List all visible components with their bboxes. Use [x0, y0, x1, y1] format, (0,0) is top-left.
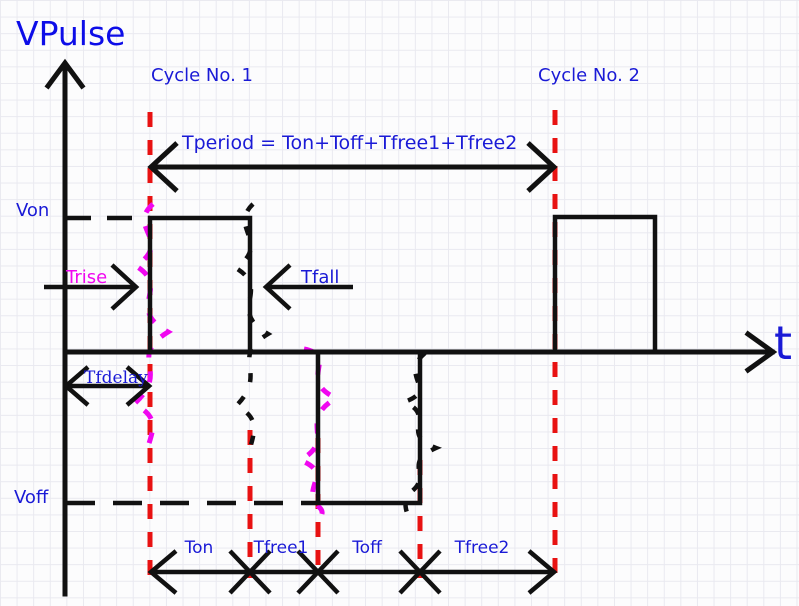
ideal-pulse-waveform — [147, 214, 658, 506]
cycle1-label: Cycle No. 1 — [151, 65, 253, 86]
cycle2-label: Cycle No. 2 — [538, 65, 640, 86]
trise-arrowhead-icon — [110, 263, 140, 311]
tperiod-left-arrowhead-icon — [147, 141, 179, 193]
tfdelay-right-arrowhead-icon — [125, 365, 153, 407]
tfall-label: Tfall — [301, 267, 340, 288]
y-axis-arrowhead-icon — [44, 58, 86, 90]
trise-label: Trise — [66, 267, 108, 288]
toff-segment-label: Toff — [352, 538, 382, 558]
segment-left-arrowhead-icon — [147, 549, 178, 595]
von-label: Von — [16, 200, 50, 221]
x-axis-arrowhead-icon — [744, 330, 778, 374]
diagram-title: VPulse — [16, 14, 126, 53]
tfdelay-label: Tfdelay — [84, 368, 148, 388]
cycle-boundary-lines — [147, 110, 558, 578]
tfall-arrow — [262, 263, 353, 311]
tperiod-arrow — [147, 141, 558, 193]
voff-label: Voff — [14, 487, 49, 508]
segment-divider-x-250 — [228, 549, 272, 595]
tfdelay-arrow — [62, 365, 153, 407]
segment-measure-line — [147, 549, 558, 595]
ton-segment-label: Ton — [184, 538, 214, 558]
time-axis-label: t — [774, 316, 793, 370]
voff-fall-transition-curve — [293, 346, 342, 527]
segment-divider-x-318 — [296, 549, 340, 595]
tfree2-segment-label: Tfree2 — [454, 538, 510, 558]
tfree1-segment-label: Tfree1 — [253, 538, 309, 558]
tfall-arrowhead-icon — [262, 263, 292, 311]
segment-divider-x-420 — [398, 549, 442, 595]
tfdelay-left-arrowhead-icon — [62, 365, 90, 407]
segment-right-arrowhead-icon — [527, 549, 558, 595]
tperiod-right-arrowhead-icon — [526, 141, 558, 193]
tperiod-label: Tperiod = Ton+Toff+Tfree1+Tfree2 — [182, 132, 518, 154]
trise-arrow — [44, 263, 140, 311]
